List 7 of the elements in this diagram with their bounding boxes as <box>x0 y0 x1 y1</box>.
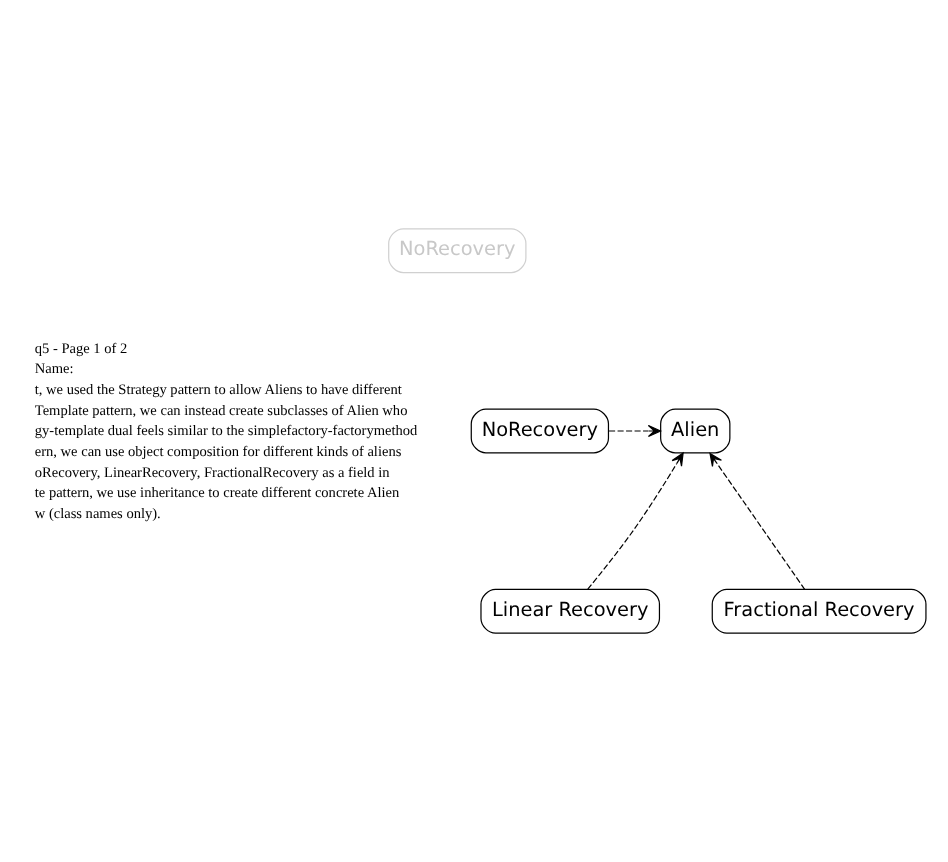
arrow <box>709 452 806 590</box>
node-box: Linear Recovery <box>480 588 661 634</box>
arrow <box>608 424 662 438</box>
node-box: NoRecovery <box>470 408 610 454</box>
node-box: Alien <box>660 408 731 454</box>
node-box: Fractional Recovery <box>711 588 927 634</box>
arrow <box>587 452 684 590</box>
